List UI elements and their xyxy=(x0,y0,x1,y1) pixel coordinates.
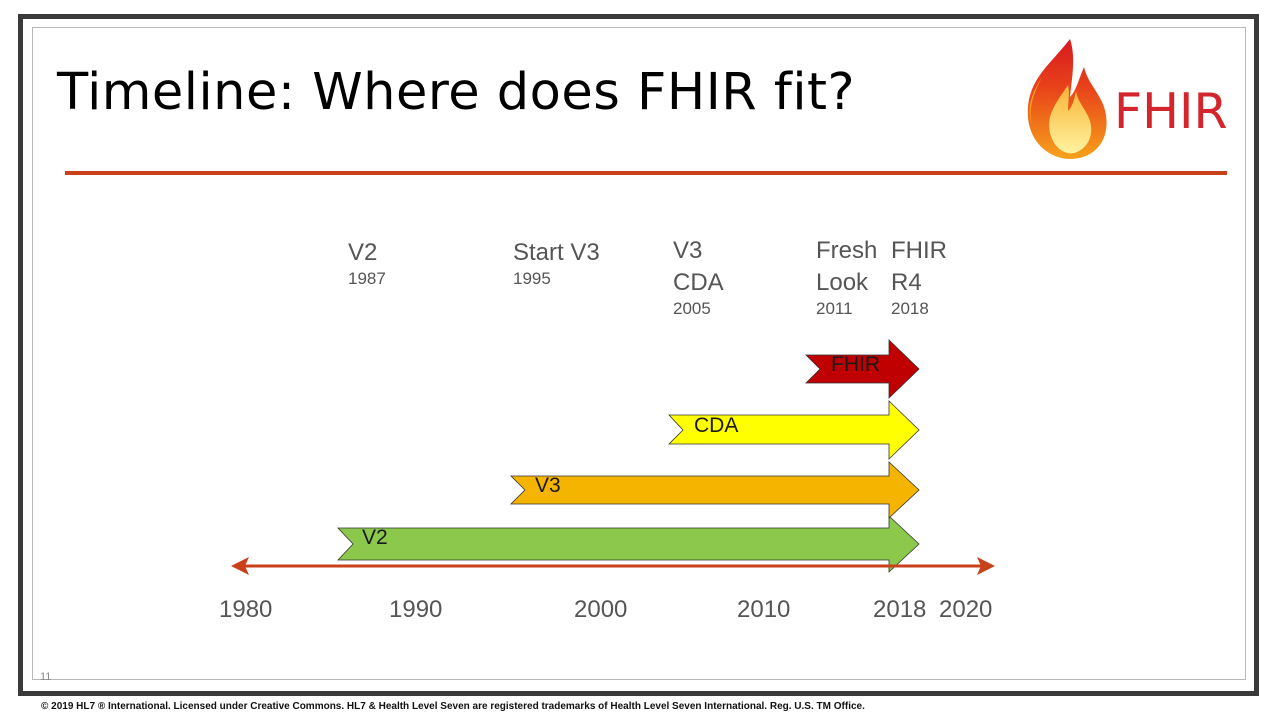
arrow-v2 xyxy=(337,515,920,573)
milestone-year: 2011 xyxy=(816,299,853,318)
milestone-label-line: R4 xyxy=(891,269,922,296)
flame-icon xyxy=(1027,39,1107,159)
milestone-label: V2 xyxy=(348,239,378,266)
milestone-label-line: CDA xyxy=(673,269,724,296)
arrow-v3 xyxy=(510,461,920,519)
slide-frame: Timeline: Where does FHIR fit? xyxy=(18,14,1259,696)
axis-left-arrowhead xyxy=(231,557,249,575)
milestone-year: 2018 xyxy=(891,299,929,318)
copyright-footer: © 2019 HL7 ® International. Licensed und… xyxy=(41,701,865,712)
milestone-label-line: Look xyxy=(816,269,869,296)
milestone-start-v3: Start V3 1995 xyxy=(513,237,600,289)
arrow-fhir xyxy=(805,339,920,399)
axis-tick-label: 1980 xyxy=(219,596,273,623)
slide-title: Timeline: Where does FHIR fit? xyxy=(57,63,856,122)
title-underline xyxy=(65,171,1227,175)
axis-tick-label: 1990 xyxy=(389,596,443,623)
milestone-v2: V2 1987 xyxy=(348,237,386,289)
page-number: 11 xyxy=(40,671,52,683)
milestone-fhir-r4: FHIR R4 2018 xyxy=(891,235,947,319)
milestone-label-line: V3 xyxy=(673,237,703,264)
milestone-v3-cda: V3 CDA 2005 xyxy=(673,235,724,319)
axis-tick-label: 2000 xyxy=(574,596,628,623)
timeline-diagram xyxy=(231,339,995,575)
axis-tick-label: 2020 xyxy=(939,596,993,623)
fhir-logo: FHIR xyxy=(1018,37,1243,162)
slide: Timeline: Where does FHIR fit? xyxy=(23,19,1254,691)
milestone-year: 1995 xyxy=(513,269,551,288)
arrow-label-v3: V3 xyxy=(535,474,561,497)
milestone-fresh-look: Fresh Look 2011 xyxy=(816,235,877,319)
arrow-label-cda: CDA xyxy=(694,414,739,437)
milestone-label-line: FHIR xyxy=(891,237,947,264)
milestone-label: Start V3 xyxy=(513,239,600,266)
fhir-logo-text: FHIR xyxy=(1114,83,1228,140)
milestone-label-line: Fresh xyxy=(816,237,878,264)
arrow-cda xyxy=(668,400,920,460)
axis-tick-label: 2018 xyxy=(873,596,927,623)
milestone-year: 2005 xyxy=(673,299,711,318)
axis-right-arrowhead xyxy=(977,557,995,575)
arrow-label-fhir: FHIR xyxy=(831,353,880,376)
milestone-year: 1987 xyxy=(348,269,386,288)
axis-tick-label: 2010 xyxy=(737,596,791,623)
arrow-label-v2: V2 xyxy=(362,526,388,549)
slide-border xyxy=(32,27,1246,680)
